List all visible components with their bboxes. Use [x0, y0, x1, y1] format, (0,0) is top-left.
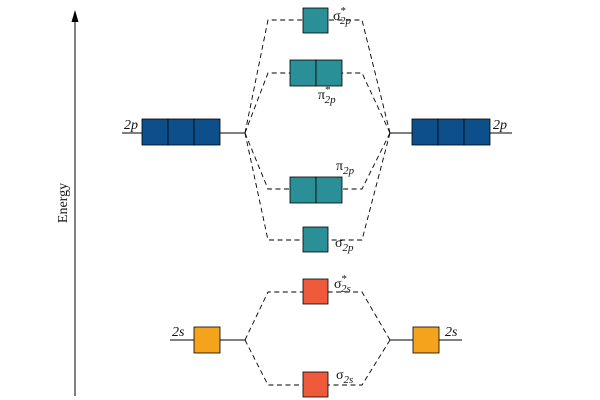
- label-2s-left: 2s: [172, 325, 185, 340]
- atomic-2s-left: [170, 326, 245, 354]
- mo-sigma-2p-box: [302, 226, 329, 253]
- label-sigma-star-2s: σ*2s: [334, 273, 351, 295]
- mo-pi-star-2p-boxes: [289, 59, 343, 87]
- label-sigma-2p: σ2p: [335, 236, 354, 254]
- mo-sigma-2s-box: [302, 371, 329, 398]
- label-pi-star-2p: π*2p: [318, 84, 336, 106]
- energy-axis-label: Energy: [56, 183, 71, 223]
- label-sigma-star-2p: σ*2p: [333, 5, 352, 27]
- label-2s-right: 2s: [445, 325, 458, 340]
- atomic-2p-left: [122, 118, 245, 146]
- mo-sigma-star-2s-box: [302, 278, 329, 305]
- label-pi-2p: π2p: [336, 159, 355, 177]
- label-2p-right: 2p: [493, 118, 507, 133]
- atomic-2s-right: [390, 326, 462, 354]
- label-sigma-2s: σ2s: [336, 368, 353, 386]
- mo-sigma-star-2p-box: [302, 7, 329, 34]
- correlation-lines: [244, 19, 391, 386]
- label-2p-left: 2p: [124, 118, 138, 133]
- atomic-2p-right: [390, 118, 512, 146]
- energy-axis: [71, 10, 79, 396]
- mo-pi-2p-boxes: [289, 176, 343, 204]
